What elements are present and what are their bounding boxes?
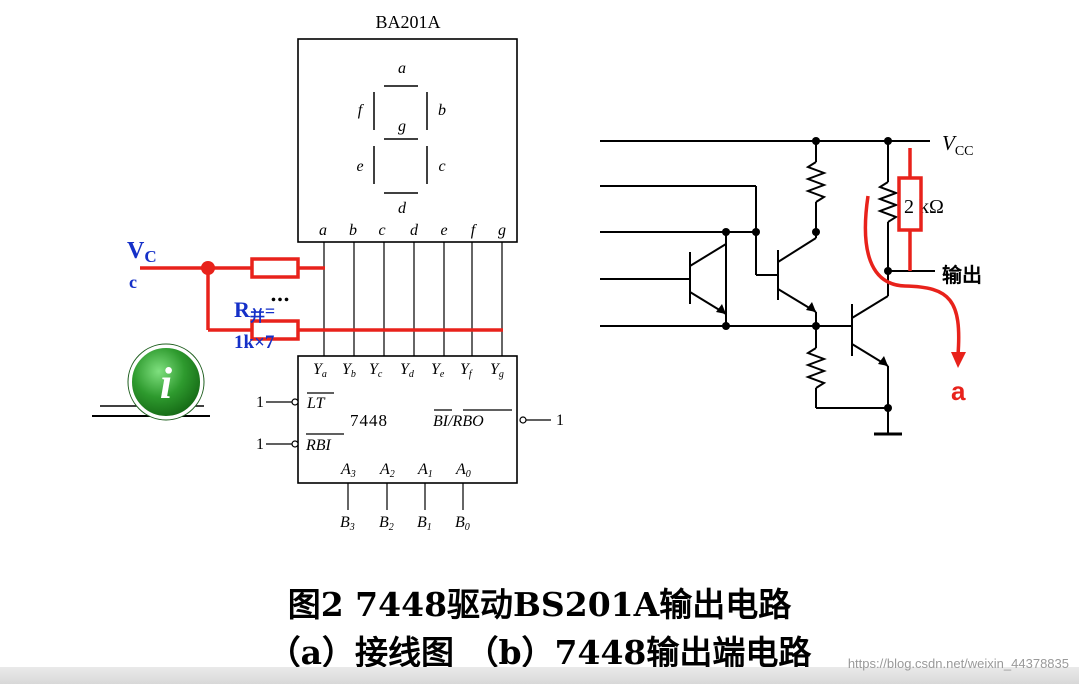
segment-label-d: d [398, 200, 407, 217]
decoder-output-yc: Yc [369, 361, 383, 380]
segment-label-e: e [356, 158, 363, 175]
input-a0: A0 [455, 461, 471, 480]
resistor-label-b: 2 kΩ [904, 196, 944, 218]
decoder-7448: Ya Yb Yc Yd Ye Yf Yg 7448 LT 1 RBI 1 BI/… [256, 355, 564, 533]
birbo-level: 1 [556, 412, 564, 429]
red-current-path [863, 148, 961, 356]
segment-label-g: g [398, 118, 406, 135]
display-pin-a: a [319, 222, 327, 239]
decoder-output-yf: Yf [460, 361, 473, 380]
decoder-chip-label: 7448 [350, 411, 388, 430]
lt-bubble [291, 398, 299, 406]
annot-r-value: 1k×7 [234, 332, 275, 353]
decoder-output-ya: Ya [313, 361, 327, 380]
pin-b3: B3 [340, 514, 355, 533]
pin-b2: B2 [379, 514, 394, 533]
decoder-output-ye: Ye [431, 361, 445, 380]
caption-line-2: （a）接线图 （b）7448输出端电路 [267, 633, 812, 672]
lt-label: LT [306, 395, 326, 412]
input-a2: A2 [379, 461, 395, 480]
display-pin-d: d [410, 222, 419, 239]
display-body [297, 38, 518, 243]
info-icon: i [92, 343, 210, 421]
birbo-bubble [519, 416, 527, 424]
emitter-arrows [716, 302, 888, 366]
watermark: https://blog.csdn.net/weixin_44378835 [847, 656, 1069, 671]
birbo-label: BI/RBO [433, 413, 484, 430]
input-a1: A1 [417, 461, 433, 480]
decoder-output-yb: Yb [342, 361, 356, 380]
annot-vcc: VC [127, 238, 157, 266]
segment-shapes [373, 85, 428, 194]
display-title: BA201A [375, 12, 440, 32]
segment-label-f: f [358, 102, 365, 119]
svg-text:i: i [160, 359, 173, 408]
red-arrowhead [951, 352, 966, 368]
decoder-output-yg: Yg [490, 361, 504, 380]
output-stage [600, 140, 935, 436]
display-pin-b: b [349, 222, 357, 239]
decoder-output-yd: Yd [400, 361, 415, 380]
display-pin-c: c [378, 222, 385, 239]
rbi-label: RBI [305, 437, 332, 454]
display-pin-g: g [498, 222, 506, 239]
pin-b0: B0 [455, 514, 470, 533]
display-pin-e: e [440, 222, 447, 239]
output-label-b: 输出 [942, 263, 982, 287]
input-wires [347, 483, 464, 510]
segment-label-b: b [438, 102, 446, 119]
red-resistor-network [140, 257, 503, 341]
annot-vcc-tail: c [129, 272, 137, 292]
decoder-body [297, 355, 518, 484]
pin-b1: B1 [417, 514, 432, 533]
caption-line-1: 图2 7448驱动BS201A输出电路 [287, 585, 792, 624]
lt-level: 1 [256, 394, 264, 411]
input-a3: A3 [340, 461, 356, 480]
annot-r-parallel: R并= [234, 297, 275, 325]
output-stage-junctions [722, 137, 892, 412]
current-label-a: a [951, 376, 966, 406]
red-resistor-top [250, 257, 300, 279]
rbi-bubble [291, 440, 299, 448]
vcc-label-b: VCC [942, 131, 974, 159]
annot-ellipsis: … [270, 282, 290, 306]
display-pin-f: f [471, 222, 478, 239]
rbi-level: 1 [256, 436, 264, 453]
segment-label-c: c [438, 158, 445, 175]
display-ba201a: BA201A a b c d e f g a b c d e f [297, 12, 518, 243]
segment-label-a: a [398, 60, 406, 77]
segment-wires [323, 242, 503, 356]
footer-bar [0, 667, 1079, 684]
red-junction [201, 261, 215, 275]
